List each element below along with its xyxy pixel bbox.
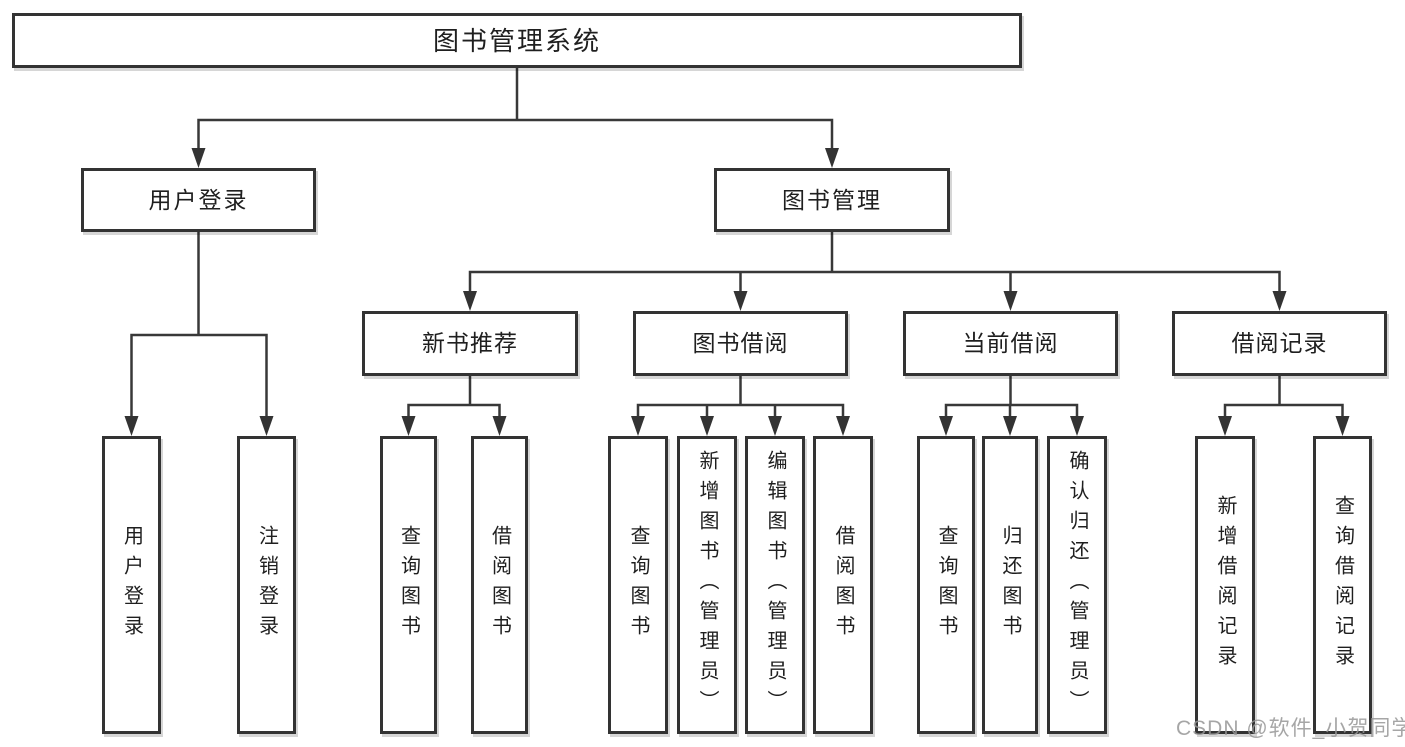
- node-label: 新增图书（管理员）: [696, 450, 718, 720]
- node-label: 查询图书: [935, 525, 957, 645]
- connector-root-to-level2: [197, 68, 834, 149]
- connector-currentborrow-to-leaves: [944, 376, 1079, 417]
- arrow-down-icon: [1003, 291, 1018, 311]
- node-label: 归还图书: [999, 525, 1021, 645]
- node-user-login-group: 用户登录: [81, 168, 316, 232]
- arrow-down-icon: [939, 416, 953, 436]
- leaf-confirm-return-admin: 确认归还（管理员）: [1047, 436, 1107, 734]
- arrow-down-icon: [836, 416, 850, 436]
- arrow-down-icon: [124, 416, 139, 436]
- arrow-down-icon: [700, 416, 714, 436]
- arrow-down-icon: [191, 148, 206, 168]
- node-book-management: 图书管理: [714, 168, 950, 232]
- arrow-down-icon: [259, 416, 274, 436]
- node-label: 查询图书: [627, 525, 649, 645]
- connector-userlogin-to-leaves: [130, 232, 268, 417]
- node-label: 确认归还（管理员）: [1066, 450, 1088, 720]
- node-label: 查询借阅记录: [1331, 495, 1354, 675]
- csdn-watermark: CSDN @软件_小贺同学: [1176, 717, 1405, 740]
- node-label: 新增借阅记录: [1214, 495, 1236, 675]
- connector-newbooks-to-leaves: [407, 376, 501, 417]
- leaf-add-borrow-record: 新增借阅记录: [1195, 436, 1255, 734]
- arrow-down-icon: [631, 416, 645, 436]
- arrow-down-icon: [1335, 416, 1350, 436]
- node-label: 查询图书: [397, 525, 420, 645]
- leaf-return-books: 归还图书: [982, 436, 1038, 734]
- leaf-borrow-books-borrowing: 借阅图书: [813, 436, 873, 734]
- arrow-down-icon: [768, 416, 782, 436]
- arrow-down-icon: [733, 291, 748, 311]
- arrow-down-icon: [1218, 416, 1232, 436]
- leaf-query-borrow-record: 查询借阅记录: [1313, 436, 1372, 734]
- connector-records-to-leaves: [1223, 376, 1344, 417]
- arrow-down-icon: [825, 148, 839, 168]
- node-label: 编辑图书（管理员）: [764, 450, 786, 720]
- node-borrowing-records: 借阅记录: [1172, 311, 1387, 376]
- leaf-logout: 注销登录: [237, 436, 296, 734]
- arrow-down-icon: [463, 291, 477, 311]
- node-library-system: 图书管理系统: [12, 13, 1022, 68]
- node-label: 用户登录: [148, 186, 249, 213]
- arrow-down-icon: [1272, 291, 1287, 311]
- leaf-add-books-admin: 新增图书（管理员）: [677, 436, 737, 734]
- arrow-down-icon: [1070, 416, 1084, 436]
- arrow-down-icon: [492, 416, 507, 436]
- leaf-edit-books-admin: 编辑图书（管理员）: [745, 436, 805, 734]
- leaf-query-books-recommend: 查询图书: [380, 436, 437, 734]
- node-label: 注销登录: [255, 525, 278, 645]
- node-label: 借阅图书: [488, 525, 511, 645]
- node-label: 借阅图书: [832, 525, 854, 645]
- node-label: 图书借阅: [692, 330, 789, 356]
- node-label: 图书管理: [782, 186, 882, 213]
- node-label: 用户登录: [120, 525, 143, 645]
- leaf-user-login: 用户登录: [102, 436, 161, 734]
- node-label: 图书管理系统: [432, 25, 601, 56]
- node-label: 新书推荐: [422, 330, 518, 356]
- arrow-down-icon: [1003, 416, 1017, 436]
- leaf-borrow-books-recommend: 借阅图书: [471, 436, 528, 734]
- arrow-down-icon: [401, 416, 416, 436]
- connector-bookmgmt-to-level3: [468, 232, 1281, 292]
- node-book-borrowing: 图书借阅: [633, 311, 848, 376]
- node-label: 借阅记录: [1231, 330, 1328, 356]
- node-current-borrowing: 当前借阅: [903, 311, 1118, 376]
- connector-bookborrow-to-leaves: [636, 376, 845, 417]
- node-label: 当前借阅: [962, 330, 1059, 356]
- node-new-book-recommend: 新书推荐: [362, 311, 578, 376]
- leaf-query-books-current: 查询图书: [917, 436, 975, 734]
- leaf-query-books-borrowing: 查询图书: [608, 436, 668, 734]
